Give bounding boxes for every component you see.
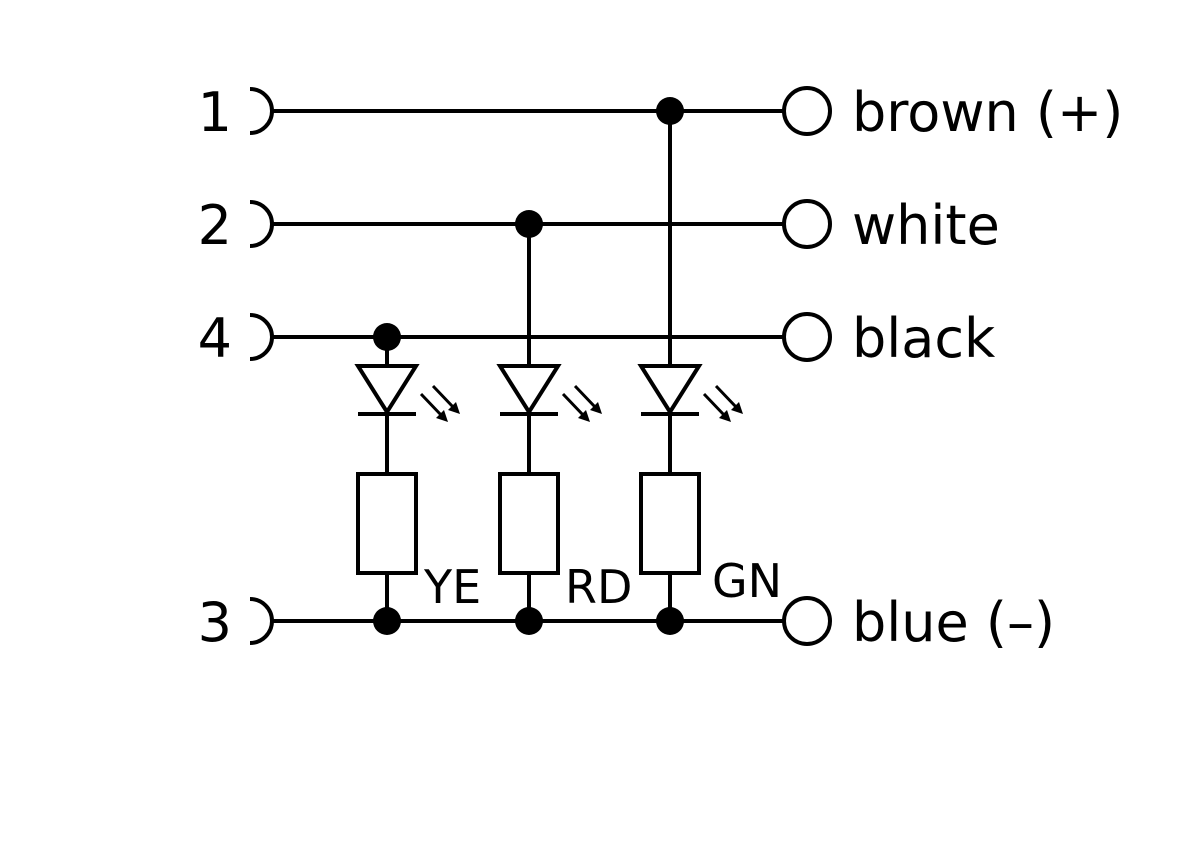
junction-dot-pin1-gn [656, 97, 684, 125]
terminal-black [782, 312, 832, 362]
pin-number-3: 3 [198, 591, 232, 654]
terminal-white [782, 199, 832, 249]
led-gn-emission-icon [702, 384, 743, 422]
junction-dot-pin3-rd [515, 607, 543, 635]
led-rd-emission-icon [561, 384, 602, 422]
led-ye-emission-icon [419, 384, 460, 422]
pin-contact-2 [249, 200, 274, 248]
wire-label-brown: brown (+) [852, 81, 1123, 144]
junction-dot-pin2-rd [515, 210, 543, 238]
junction-dot-pin4-ye [373, 323, 401, 351]
wire-label-blue: blue (–) [852, 591, 1055, 654]
junction-dot-pin3-gn [656, 607, 684, 635]
led-gn-label: GN [712, 554, 782, 608]
led-gn-resistor [639, 472, 701, 575]
junction-dot-pin3-ye [373, 607, 401, 635]
led-ye-resistor [356, 472, 418, 575]
led-rd-diode-icon [496, 364, 562, 416]
pin-number-2: 2 [198, 194, 232, 257]
pin-number-4: 4 [198, 307, 232, 370]
terminal-blue [782, 596, 832, 646]
led-ye-diode-icon [354, 364, 420, 416]
pin-contact-1 [249, 87, 274, 135]
led-gn-diode-icon [637, 364, 703, 416]
pin-contact-3 [249, 597, 274, 645]
led-rd-label: RD [565, 560, 632, 614]
pin-number-1: 1 [198, 81, 232, 144]
terminal-brown [782, 86, 832, 136]
led-ye-label: YE [423, 560, 481, 614]
pin-contact-4 [249, 313, 274, 361]
wire-label-black: black [852, 307, 996, 370]
led-rd-resistor [498, 472, 560, 575]
wire-label-white: white [852, 194, 1000, 257]
